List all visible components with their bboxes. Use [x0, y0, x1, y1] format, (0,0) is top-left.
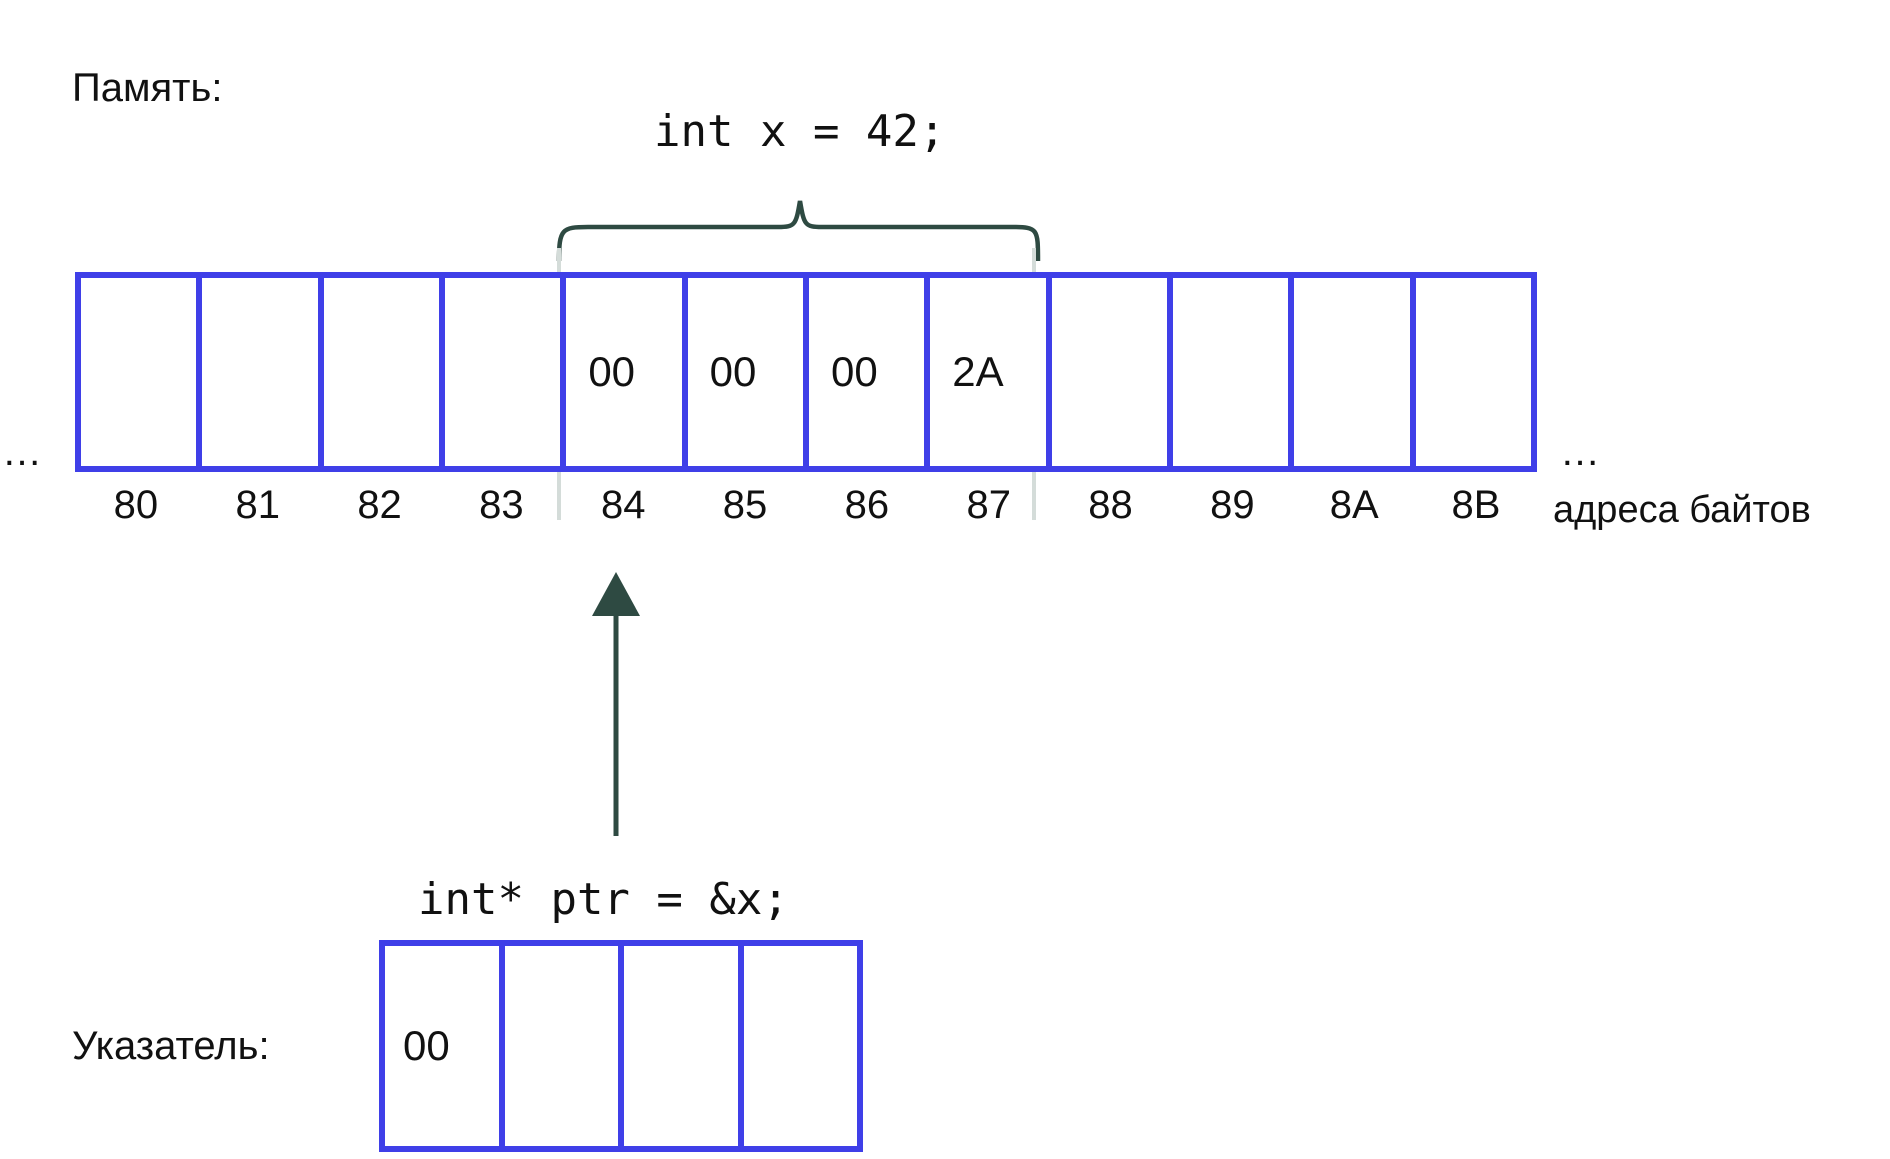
pointer-cell-0: 00 [385, 946, 505, 1146]
memory-cell-8B [1415, 278, 1531, 466]
memory-address-label-85: 85 [722, 483, 768, 527]
memory-address-label-8B: 8B [1451, 483, 1501, 527]
memory-cell-83 [444, 278, 567, 466]
byte-addresses-caption: адреса байтов [1553, 489, 1811, 531]
memory-byte-grid: 00 00 00 2A [75, 272, 1537, 472]
memory-cell-84: 00 [566, 278, 688, 466]
memory-ellipsis-right: … [1560, 430, 1602, 474]
memory-address-label-87: 87 [966, 483, 1011, 527]
memory-cell-8A [1294, 278, 1416, 466]
memory-cell-82 [323, 278, 445, 466]
memory-address-label-82: 82 [357, 483, 402, 527]
memory-address-label-88: 88 [1088, 483, 1133, 527]
memory-address-label-84: 84 [600, 483, 646, 527]
memory-address-label-8A: 8A [1329, 483, 1379, 527]
memory-cell-value: 2A [952, 348, 1004, 395]
pointer-byte-grid: 00 [379, 940, 863, 1152]
memory-cell-88 [1051, 278, 1173, 466]
memory-ellipsis-left: … [2, 430, 44, 474]
up-arrow-icon [592, 572, 640, 836]
memory-address-label-86: 86 [844, 483, 890, 527]
curly-brace-icon [556, 200, 1041, 261]
pointer-declaration-label: int* ptr = &x; [418, 874, 789, 925]
memory-address-label-80: 80 [113, 483, 159, 527]
memory-cell-80 [81, 278, 203, 466]
memory-cell-87: 2A [930, 278, 1052, 466]
memory-address-label-89: 89 [1210, 483, 1255, 527]
memory-cell-81 [202, 278, 324, 466]
memory-address-row: 80 81 82 83 84 85 86 87 88 89 8A 8B [75, 485, 1537, 535]
memory-cell-value: 00 [588, 348, 636, 395]
memory-address-label-83: 83 [479, 483, 524, 527]
memory-cell-85: 00 [687, 278, 809, 466]
pointer-cell-1 [504, 946, 624, 1146]
variable-declaration-label: int x = 42; [654, 106, 946, 157]
memory-cell-86: 00 [808, 278, 931, 466]
memory-cell-value: 00 [709, 348, 757, 395]
memory-cell-89 [1172, 278, 1295, 466]
pointer-cell-2 [624, 946, 744, 1146]
memory-cell-value: 00 [830, 348, 878, 395]
pointer-cell-value: 00 [403, 1022, 450, 1069]
pointer-cell-3 [743, 946, 857, 1146]
pointer-section-label: Указатель: [72, 1024, 270, 1068]
memory-address-label-81: 81 [235, 483, 280, 527]
memory-section-label: Память: [72, 66, 223, 110]
